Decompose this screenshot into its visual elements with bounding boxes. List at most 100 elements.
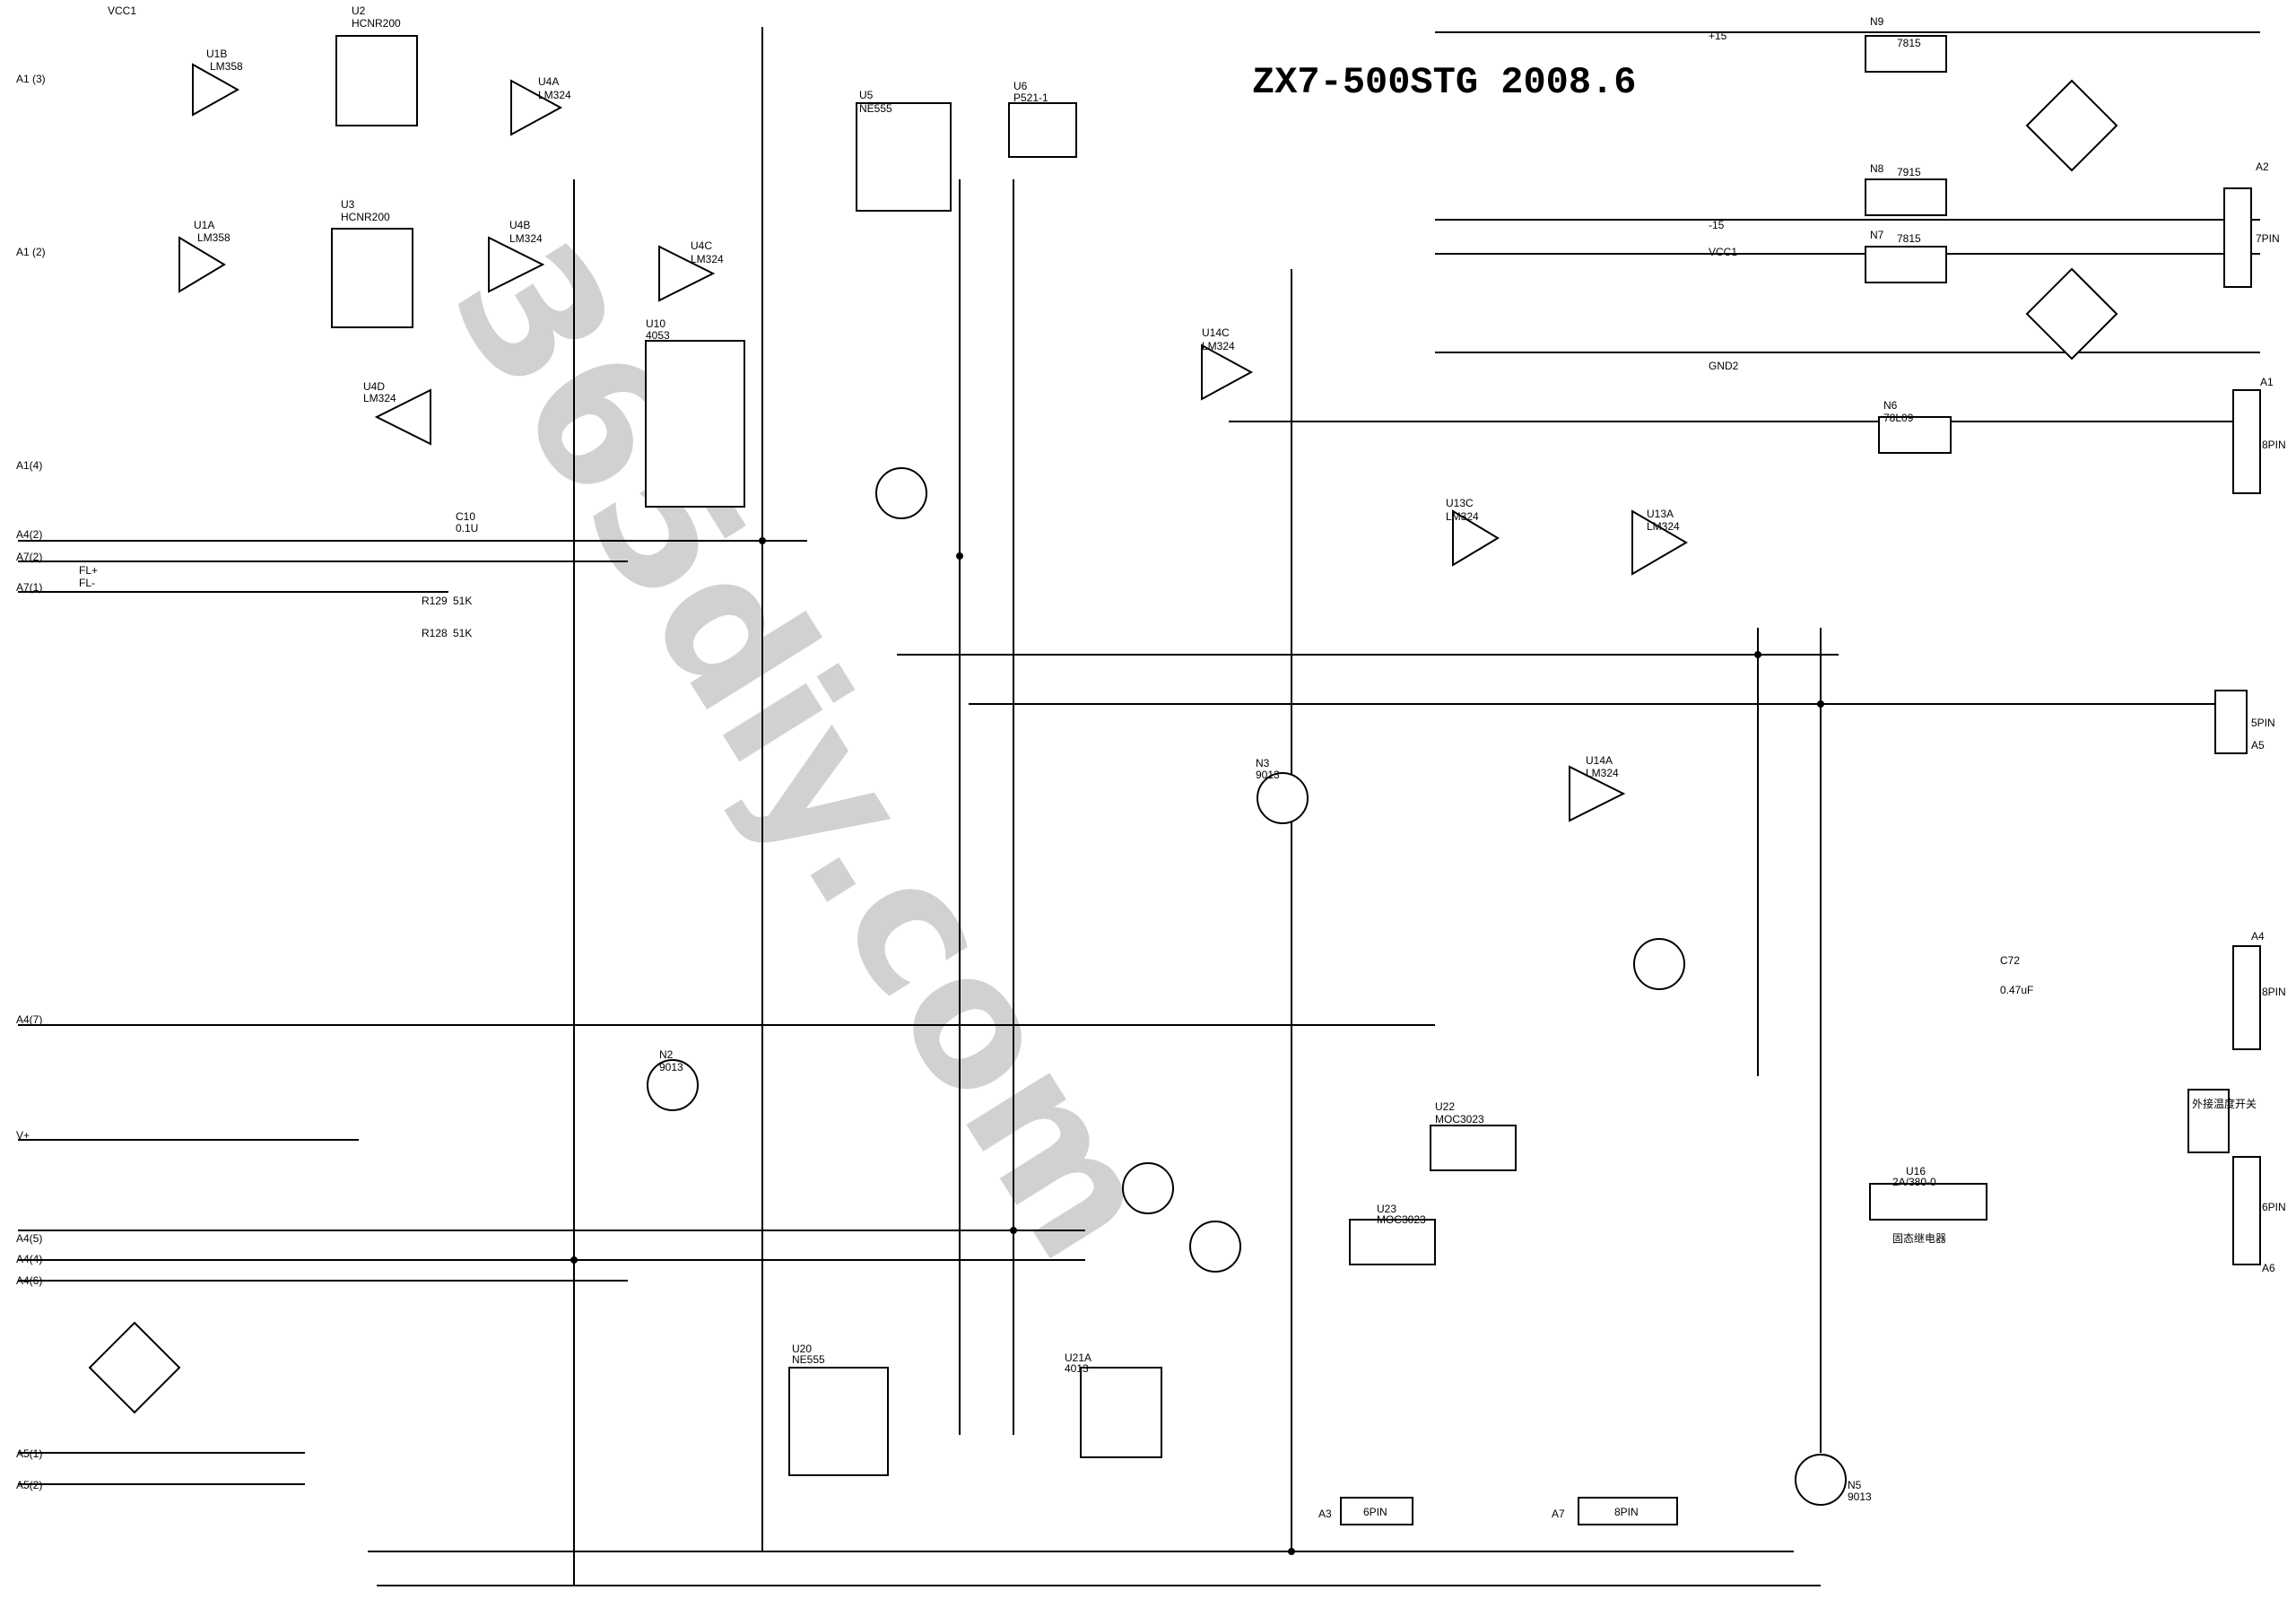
svg-text:U4D: U4D (363, 380, 385, 393)
svg-text:LM324: LM324 (363, 392, 396, 404)
opamp-u1a: U1A LM358 (178, 219, 230, 293)
transistor-n3: N3 9013 (1256, 757, 1309, 824)
svg-text:A5: A5 (2251, 739, 2265, 752)
connector-a4: A4 8PIN (2232, 930, 2286, 1050)
svg-text:7PIN: 7PIN (2256, 232, 2280, 245)
svg-text:N3: N3 (1256, 757, 1270, 769)
transistor-n12 (1633, 938, 1685, 990)
net-a4-7: A4(7) (16, 1013, 42, 1026)
svg-text:U14A: U14A (1586, 754, 1613, 767)
svg-text:78L09: 78L09 (1883, 412, 1914, 424)
opamp-u4b: U4B LM324 (488, 219, 545, 293)
opamp-u13a: U13A LM324 (1631, 508, 1688, 576)
svg-text:U1A: U1A (194, 219, 214, 231)
label-r128-value: 51K (453, 627, 472, 639)
net-a4-2: A4(2) (16, 528, 42, 541)
opamp-u4c: U4C LM324 (658, 239, 724, 302)
label-c10: C10 (456, 510, 475, 523)
svg-text:NE555: NE555 (792, 1353, 825, 1366)
connector-a1: A1 8PIN (2232, 376, 2286, 494)
bridge-b2 (2025, 267, 2118, 361)
connector-a7: A7 8PIN (1552, 1497, 1678, 1525)
svg-text:MOC3023: MOC3023 (1377, 1213, 1426, 1226)
svg-text:6PIN: 6PIN (2262, 1201, 2286, 1213)
net-a1-2: A1 (2) (16, 246, 46, 258)
svg-text:4053: 4053 (646, 329, 670, 342)
svg-text:U3: U3 (341, 198, 355, 211)
opamp-u1b: U1B LM358 (192, 48, 243, 117)
ic-u21a-4013: U21A 4013 (1065, 1351, 1162, 1458)
svg-text:U13A: U13A (1647, 508, 1674, 520)
net-a5-1: A5(1) (16, 1447, 42, 1460)
junction-dot (1817, 700, 1824, 708)
svg-text:U16: U16 (1906, 1165, 1926, 1178)
svg-text:U4A: U4A (538, 75, 559, 88)
connector-a5: A5 5PIN (2214, 690, 2275, 754)
svg-text:LM324: LM324 (691, 253, 724, 265)
net-fl-plus: FL+ (79, 564, 98, 577)
opamp-u13c: U13C LM324 (1446, 497, 1500, 567)
svg-text:9013: 9013 (1256, 769, 1280, 781)
svg-text:N2: N2 (659, 1048, 674, 1061)
svg-text:N8: N8 (1870, 162, 1884, 175)
svg-text:8PIN: 8PIN (1614, 1506, 1639, 1518)
transistor-n1 (875, 467, 927, 519)
net-a4-6: A4(6) (16, 1274, 42, 1287)
svg-text:外接温度开关: 外接温度开关 (2192, 1097, 2257, 1110)
ic-u2-hcnr200: U2 HCNR200 (335, 4, 418, 126)
svg-text:LM358: LM358 (210, 60, 243, 73)
svg-text:N6: N6 (1883, 399, 1898, 412)
temperature-switch: 外接温度开关 (2187, 1089, 2257, 1153)
svg-text:U23: U23 (1377, 1203, 1396, 1215)
svg-text:U4C: U4C (691, 239, 712, 252)
net-p15-right: +15 (1709, 30, 1727, 42)
svg-text:9013: 9013 (1848, 1490, 1872, 1503)
svg-text:6PIN: 6PIN (1363, 1506, 1387, 1518)
svg-text:7815: 7815 (1897, 232, 1921, 245)
ic-u5-ne555: U5 NE555 (856, 89, 952, 212)
svg-text:U20: U20 (792, 1343, 812, 1355)
svg-text:HCNR200: HCNR200 (352, 17, 401, 30)
net-a7-1: A7(1) (16, 581, 42, 594)
svg-text:A6: A6 (2262, 1262, 2275, 1274)
svg-text:N7: N7 (1870, 229, 1884, 241)
junction-dot (956, 552, 963, 560)
opamp-u4a: U4A LM324 (510, 75, 571, 136)
diagram-title: ZX7-500STG 2008.6 (1252, 61, 1636, 104)
net-a7-2: A7(2) (16, 551, 42, 563)
svg-text:MOC3023: MOC3023 (1435, 1113, 1484, 1125)
label-r129-value: 51K (453, 595, 472, 607)
svg-text:LM358: LM358 (197, 231, 230, 244)
solid-state-relay-u16: U16 2A/380-0 固态继电器 (1869, 1165, 1987, 1245)
net-vcc1-top: VCC1 (108, 4, 136, 17)
transistor-n11 (1189, 1221, 1241, 1273)
svg-text:U5: U5 (859, 89, 874, 101)
ic-u10-4053: U10 4053 (645, 317, 745, 508)
net-a1-3: A1 (3) (16, 73, 46, 85)
svg-text:U4B: U4B (509, 219, 530, 231)
net-gnd2-right: GND2 (1709, 360, 1739, 372)
svg-text:A3: A3 (1318, 1508, 1332, 1520)
svg-text:固态继电器: 固态继电器 (1892, 1232, 1946, 1245)
junction-dot (1288, 1548, 1295, 1555)
svg-text:A4: A4 (2251, 930, 2265, 943)
svg-text:9013: 9013 (659, 1061, 683, 1073)
junction-dot (570, 1256, 578, 1264)
svg-text:A7: A7 (1552, 1508, 1565, 1520)
svg-text:U14C: U14C (1202, 326, 1230, 339)
transistor-n2: N2 9013 (647, 1048, 699, 1111)
net-a4-5: A4(5) (16, 1232, 42, 1245)
svg-text:8PIN: 8PIN (2262, 439, 2286, 451)
label-c72-value: 0.47uF (2000, 984, 2033, 996)
bridge-b1 (88, 1321, 181, 1414)
label-r128: R128 (422, 627, 448, 639)
svg-text:5PIN: 5PIN (2251, 717, 2275, 729)
svg-text:4013: 4013 (1065, 1362, 1089, 1375)
svg-text:A1: A1 (2260, 376, 2274, 388)
connector-a3: A3 6PIN (1318, 1497, 1413, 1525)
svg-text:N9: N9 (1870, 15, 1884, 28)
connector-a2: A2 7PIN (2223, 161, 2280, 288)
ic-u20-ne555: U20 NE555 (788, 1343, 889, 1476)
svg-text:U6: U6 (1013, 80, 1028, 92)
label-c72: C72 (2000, 954, 2020, 967)
